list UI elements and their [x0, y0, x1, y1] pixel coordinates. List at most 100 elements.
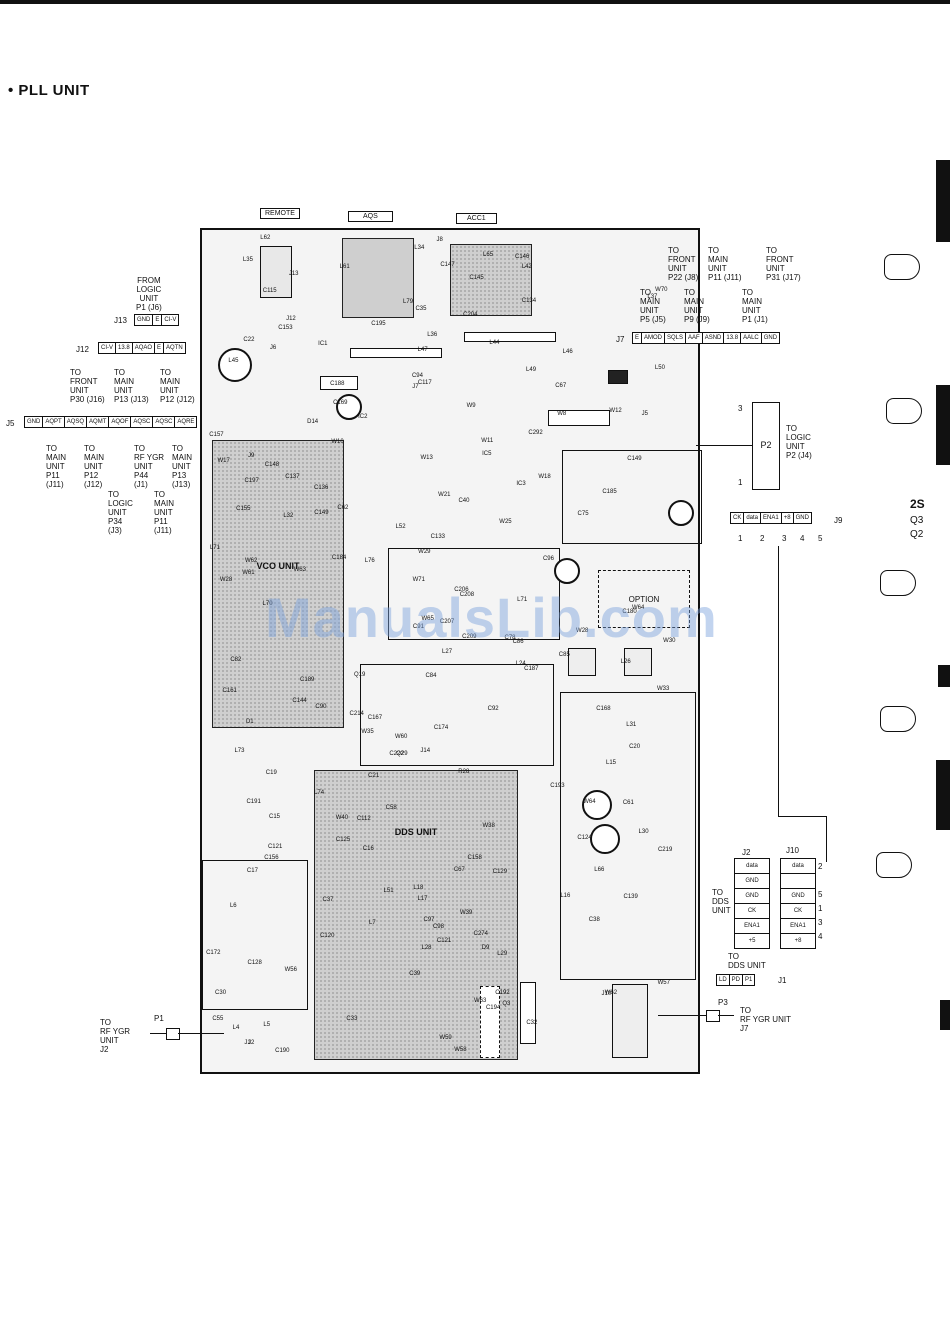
aqs-connector-label: AQS	[348, 211, 393, 222]
j1-pin: LD	[717, 975, 730, 985]
component-label: C156	[264, 855, 279, 862]
j7-dest-5: TO MAIN UNIT P1 (J1)	[742, 288, 768, 324]
j12-pin: E	[155, 343, 165, 353]
j10-num: 1	[818, 904, 823, 913]
component-label: L46	[562, 349, 573, 356]
watermark: ManualsLib.com	[265, 586, 718, 649]
component-label: C207	[439, 619, 455, 626]
component-label: L26	[620, 659, 631, 666]
component-label: W57	[657, 979, 670, 986]
j10-num: 2	[818, 862, 823, 871]
j10-row: CK	[781, 904, 815, 919]
component-label: C117	[417, 380, 432, 387]
j10-num: 3	[818, 918, 823, 927]
component-label: C129	[492, 868, 508, 875]
component-label: C128	[247, 959, 262, 966]
j7-pin: 13.8	[724, 333, 742, 343]
component-label: IC5	[482, 451, 492, 458]
panel-right-lower	[560, 692, 696, 980]
component-label: L18	[413, 884, 424, 891]
j5-dest-6: TO MAIN UNIT P13 (J13)	[172, 444, 192, 489]
p1-dest: TO RF YGR UNIT J2	[100, 1018, 131, 1054]
component-label: L37	[647, 293, 658, 300]
j5-pin: AQOF	[109, 417, 132, 427]
side-text-q2: Q2	[910, 529, 924, 540]
component-label: C184	[331, 555, 347, 562]
component-label: W25	[499, 518, 512, 525]
component-label: L50	[654, 364, 665, 371]
component-label: W9	[466, 402, 476, 409]
component-label: C125	[335, 837, 351, 844]
component-label: W39	[459, 910, 473, 917]
j7-strip	[464, 332, 556, 342]
component-label: W64	[632, 605, 645, 612]
component-label: L31	[626, 722, 637, 729]
j9-pin: ENA1	[761, 513, 782, 523]
component-label: C82	[230, 656, 242, 663]
w61-circle	[554, 558, 580, 584]
j7-dest-4: TO MAIN UNIT P11 (J11)	[708, 246, 742, 282]
component-label: C15	[268, 813, 280, 820]
x1-crystal	[336, 394, 362, 420]
component-label: L4	[232, 1024, 240, 1031]
transistor-icon	[880, 706, 916, 732]
component-label: C157	[209, 431, 224, 438]
component-label: L47	[417, 346, 428, 353]
component-label: C94	[411, 372, 423, 379]
transistor-icon	[886, 398, 922, 424]
component-label: L30	[638, 829, 649, 836]
j7-pin: SQLS	[665, 333, 687, 343]
component-label: W33	[656, 685, 670, 692]
component-label: W17	[217, 458, 230, 465]
j12-dest-1: TO FRONT UNIT P30 (J16)	[70, 368, 105, 404]
component-label: C174	[433, 724, 449, 731]
component-label: L70	[262, 601, 273, 608]
j10-row: GND	[781, 889, 815, 904]
component-label: C58	[385, 804, 397, 811]
l70-coil	[568, 648, 596, 676]
component-label: C19	[265, 769, 277, 776]
j5-pin: AQSC	[131, 417, 154, 427]
component-label: L62	[260, 235, 271, 242]
p3-name: P3	[718, 998, 728, 1007]
component-label: C37	[322, 896, 334, 903]
component-label: W58	[454, 1047, 467, 1054]
component-label: C115	[262, 287, 277, 294]
component-label: W38	[482, 822, 495, 829]
component-label: C112	[356, 815, 371, 822]
component-label: C185	[602, 489, 617, 496]
component-label: C85	[558, 651, 570, 658]
p3-wire	[658, 1015, 706, 1016]
component-label: C192	[495, 989, 510, 996]
component-label: W59	[439, 1034, 452, 1041]
component-label: C20	[629, 743, 641, 750]
j10-num: 4	[818, 932, 823, 941]
component-label: C96	[542, 556, 554, 563]
j2-row: GND	[735, 889, 769, 904]
component-label: IC3	[516, 481, 526, 488]
component-label: C145	[469, 275, 484, 282]
option-area: OPTION	[598, 570, 690, 628]
component-label: C137	[285, 473, 300, 480]
component-label: L24	[515, 661, 526, 668]
j5-pin: GND	[25, 417, 44, 427]
component-label: L29	[497, 950, 508, 957]
j12-pin: AQTN	[166, 345, 183, 351]
component-label: C86	[512, 639, 524, 646]
component-label: C67	[555, 382, 567, 389]
component-label: C197	[244, 477, 259, 484]
l5-coil	[612, 984, 648, 1058]
component-label: W28	[219, 577, 233, 584]
panel-top-right	[562, 450, 702, 544]
component-label: L6	[229, 903, 237, 910]
component-label: C35	[415, 305, 427, 312]
j9-num: 3	[782, 534, 787, 543]
component-label: D9	[481, 944, 490, 951]
p3-wire-2	[718, 1015, 734, 1016]
j5-dest-3: TO LOGIC UNIT P34 (J3)	[108, 490, 133, 535]
j7-pin: GND	[763, 335, 778, 341]
component-label: L17	[417, 895, 428, 902]
